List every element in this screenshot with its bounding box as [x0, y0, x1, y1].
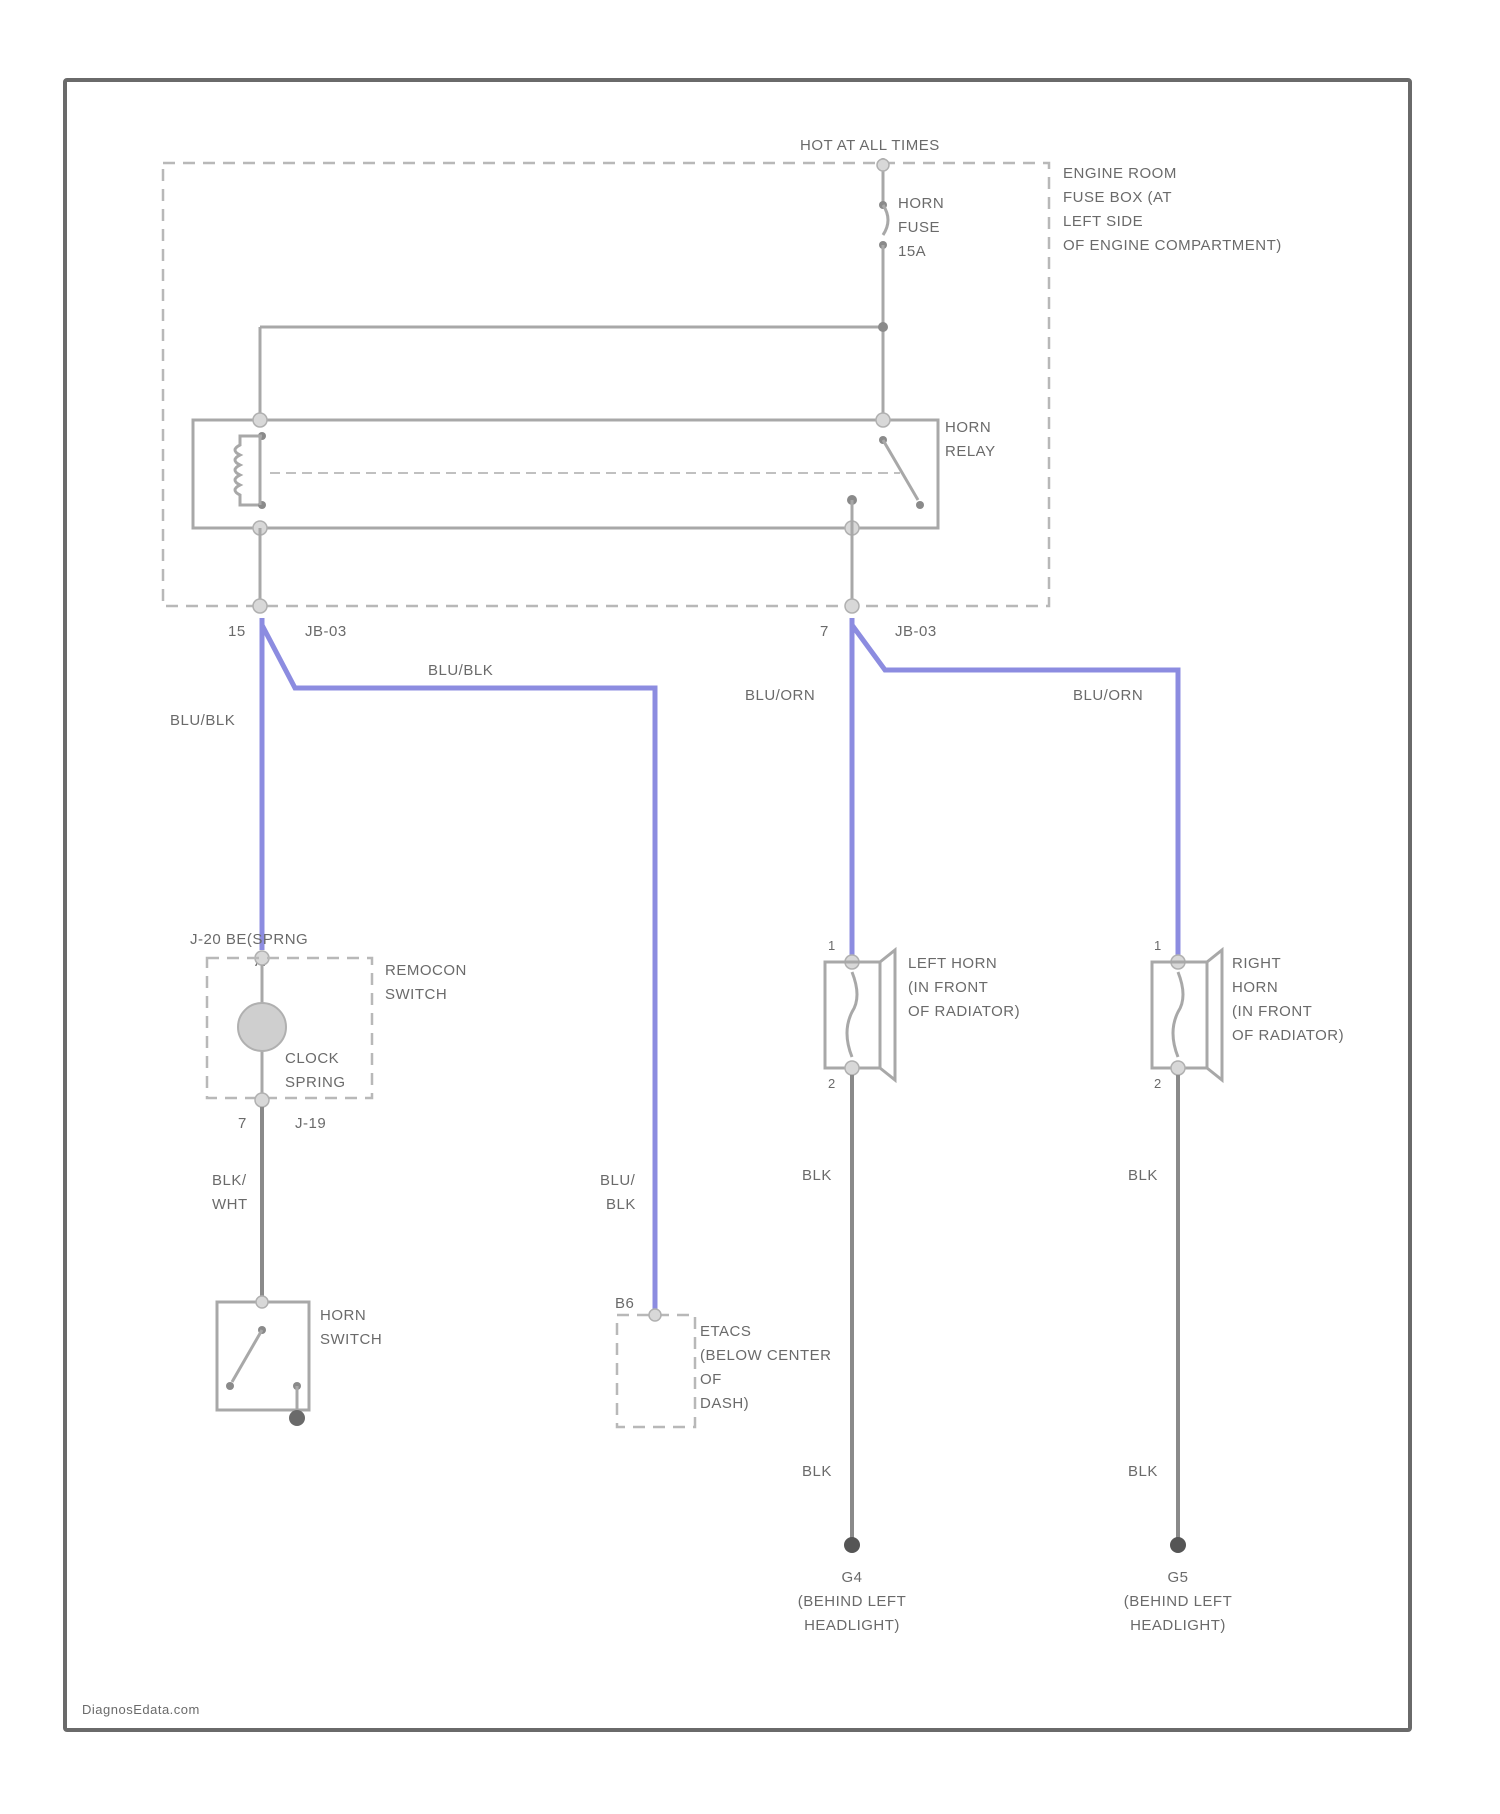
svg-text:(BELOW CENTER: (BELOW CENTER — [700, 1347, 832, 1364]
svg-text:7: 7 — [820, 623, 829, 640]
etacs-module: B6 ETACS (BELOW CENTER OF DASH) — [615, 1295, 832, 1427]
svg-text:RELAY: RELAY — [945, 443, 996, 460]
ground-icon — [1170, 1537, 1186, 1553]
svg-text:2: 2 — [828, 1076, 836, 1091]
svg-text:1: 1 — [828, 938, 836, 953]
svg-text:JB-03: JB-03 — [895, 623, 937, 640]
svg-text:B6: B6 — [615, 1295, 634, 1312]
svg-text:OF: OF — [700, 1371, 722, 1388]
svg-text:HORN: HORN — [898, 195, 944, 212]
svg-text:HEADLIGHT): HEADLIGHT) — [804, 1617, 900, 1634]
ground-g5: G5 (BEHIND LEFT HEADLIGHT) — [1124, 1537, 1233, 1634]
horn-relay: HORN RELAY — [193, 413, 996, 535]
svg-text:(IN FRONT: (IN FRONT — [908, 979, 988, 996]
svg-text:G5: G5 — [1167, 1569, 1188, 1586]
svg-text:BLK: BLK — [802, 1463, 832, 1480]
svg-text:(IN FRONT: (IN FRONT — [1232, 1003, 1312, 1020]
svg-text:LEFT SIDE: LEFT SIDE — [1063, 213, 1143, 230]
svg-text:J-19: J-19 — [295, 1115, 326, 1132]
wire-blu-orn: BLU/ORN BLU/ORN — [745, 618, 1178, 955]
fuse-box-label: ENGINE ROOM FUSE BOX (AT LEFT SIDE OF EN… — [1063, 165, 1282, 254]
svg-text:FUSE: FUSE — [898, 219, 940, 236]
power-label: HOT AT ALL TIMES — [800, 137, 940, 154]
svg-text:G4: G4 — [841, 1569, 862, 1586]
svg-text:CLOCK: CLOCK — [285, 1050, 339, 1067]
svg-text:HEADLIGHT): HEADLIGHT) — [1130, 1617, 1226, 1634]
ground-icon — [844, 1537, 860, 1553]
svg-text:1: 1 — [1154, 938, 1162, 953]
svg-text:HORN: HORN — [320, 1307, 366, 1324]
svg-text:JB-03: JB-03 — [305, 623, 347, 640]
svg-text:BLU/: BLU/ — [600, 1172, 636, 1189]
svg-text:OF ENGINE COMPARTMENT): OF ENGINE COMPARTMENT) — [1063, 237, 1282, 254]
svg-text:7: 7 — [238, 1115, 247, 1132]
svg-text:DASH): DASH) — [700, 1395, 749, 1412]
svg-text:BLK: BLK — [1128, 1167, 1158, 1184]
svg-text:SWITCH: SWITCH — [385, 986, 447, 1003]
svg-text:(BEHIND LEFT: (BEHIND LEFT — [798, 1593, 907, 1610]
svg-text:2: 2 — [1154, 1076, 1162, 1091]
svg-text:LEFT HORN: LEFT HORN — [908, 955, 997, 972]
left-horn: 1 2 LEFT HORN (IN FRONT OF RADIATOR) — [825, 938, 1020, 1091]
svg-text:BLK/: BLK/ — [212, 1172, 247, 1189]
ground-icon — [289, 1410, 305, 1426]
svg-text:RIGHT: RIGHT — [1232, 955, 1281, 972]
svg-text:BLU/ORN: BLU/ORN — [1073, 687, 1143, 704]
svg-text:BLU/ORN: BLU/ORN — [745, 687, 815, 704]
svg-text:SWITCH: SWITCH — [320, 1331, 382, 1348]
clock-spring-icon — [238, 1003, 286, 1051]
svg-text:BLU/BLK: BLU/BLK — [428, 662, 493, 679]
svg-text:ETACS: ETACS — [700, 1323, 751, 1340]
svg-text:BLK: BLK — [802, 1167, 832, 1184]
clock-spring-assembly: J-20 BE(SPRNG A REMOCON SWITCH CLOCK SPR… — [190, 931, 467, 1132]
svg-text:REMOCON: REMOCON — [385, 962, 467, 979]
svg-text:OF RADIATOR): OF RADIATOR) — [908, 1003, 1020, 1020]
svg-text:J-20 BE(SPRNG: J-20 BE(SPRNG — [190, 931, 308, 948]
svg-text:BLK: BLK — [1128, 1463, 1158, 1480]
svg-text:(BEHIND LEFT: (BEHIND LEFT — [1124, 1593, 1233, 1610]
svg-text:OF RADIATOR): OF RADIATOR) — [1232, 1027, 1344, 1044]
svg-text:BLU/BLK: BLU/BLK — [170, 712, 235, 729]
svg-text:WHT: WHT — [212, 1196, 248, 1213]
svg-text:SPRING: SPRING — [285, 1074, 346, 1091]
svg-text:HORN: HORN — [945, 419, 991, 436]
svg-text:FUSE BOX (AT: FUSE BOX (AT — [1063, 189, 1172, 206]
svg-text:15: 15 — [228, 623, 246, 640]
svg-text:15A: 15A — [898, 243, 926, 260]
ground-g4: G4 (BEHIND LEFT HEADLIGHT) — [798, 1537, 907, 1634]
svg-text:BLK: BLK — [606, 1196, 636, 1213]
svg-text:ENGINE ROOM: ENGINE ROOM — [1063, 165, 1177, 182]
right-horn: 1 2 RIGHT HORN (IN FRONT OF RADIATOR) — [1152, 938, 1344, 1091]
horn-switch: HORN SWITCH — [217, 1296, 382, 1426]
svg-text:HORN: HORN — [1232, 979, 1278, 996]
watermark: DiagnosEdata.com — [82, 1702, 200, 1717]
horn-fuse: HORN FUSE 15A — [877, 158, 944, 420]
